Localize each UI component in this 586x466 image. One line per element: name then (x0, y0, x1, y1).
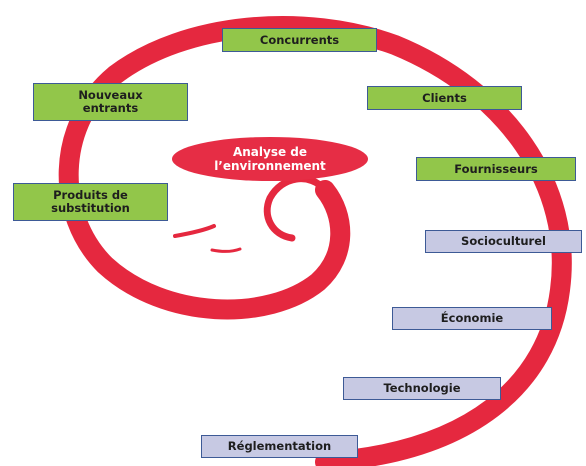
nouveaux-entrants-box: Nouveaux entrants (33, 83, 188, 121)
reglementation-box: Réglementation (201, 435, 358, 458)
fournisseurs-box: Fournisseurs (416, 157, 576, 181)
spiral-inner-stroke (263, 175, 329, 242)
socioculturel-box: Socioculturel (425, 230, 582, 253)
concurrents-box: Concurrents (222, 28, 377, 52)
spiral-fragment-2 (210, 247, 242, 253)
spiral-outer-stroke (58, 16, 572, 466)
technologie-box: Technologie (343, 377, 501, 400)
economie-box: Économie (392, 307, 552, 330)
center-analysis-ellipse: Analyse de l’environnement (172, 137, 368, 181)
spiral-fragment (173, 224, 216, 238)
clients-box: Clients (367, 86, 522, 110)
produits-de-substitution-box: Produits de substitution (13, 183, 168, 221)
